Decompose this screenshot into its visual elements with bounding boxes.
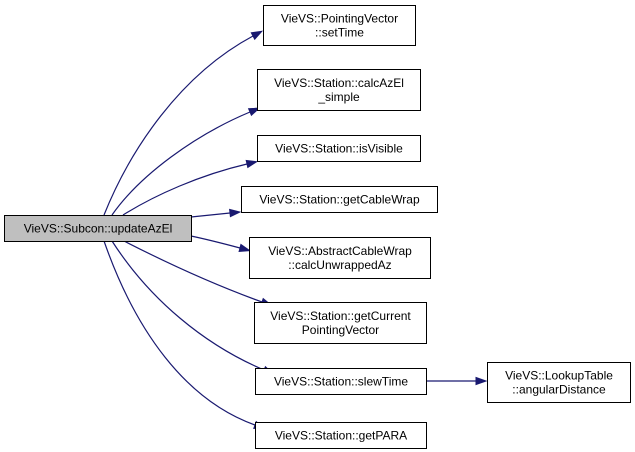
node-label: VieVS::Station::getCurrent <box>270 309 411 323</box>
node-box <box>255 422 427 449</box>
node-label: PointingVector <box>302 323 379 337</box>
function-node[interactable]: VieVS::AbstractCableWrap::calcUnwrappedA… <box>249 237 431 279</box>
node-label: VieVS::Station::isVisible <box>275 142 403 156</box>
node-box <box>263 5 416 46</box>
nodes-layer: VieVS::Subcon::updateAzEl VieVS::Pointing… <box>4 5 631 449</box>
node-box <box>241 186 438 213</box>
node-box <box>255 368 427 395</box>
node-label: VieVS::Station::slewTime <box>274 375 408 389</box>
function-node[interactable]: VieVS::Station::getPARA <box>255 422 427 449</box>
edge-line <box>122 163 248 216</box>
edge-n7-n8 <box>426 376 488 386</box>
function-node[interactable]: VieVS::LookupTable::angularDistance <box>487 362 631 403</box>
function-node[interactable]: VieVS::Station::calcAzEl_simple <box>257 69 421 111</box>
arrow-head-icon <box>245 159 259 169</box>
node-box <box>257 135 421 162</box>
edge-root-n9 <box>103 240 266 429</box>
node-label: ::setTime <box>315 26 364 40</box>
node-box <box>254 302 427 344</box>
edge-root-n1 <box>103 30 264 216</box>
node-label: VieVS::PointingVector <box>281 12 398 26</box>
edge-line <box>190 235 241 249</box>
node-label: VieVS::Subcon::updateAzEl <box>24 222 173 236</box>
node-label: _simple <box>317 90 360 104</box>
edge-root-n5 <box>190 235 252 253</box>
arrow-head-icon <box>250 30 264 41</box>
function-node[interactable]: VieVS::Station::getCableWrap <box>241 186 438 213</box>
function-node[interactable]: VieVS::Station::isVisible <box>257 135 421 162</box>
edge-line <box>111 111 251 216</box>
node-box <box>249 237 431 279</box>
edge-line <box>103 35 254 216</box>
arrow-head-icon <box>475 376 488 386</box>
node-label: ::calcUnwrappedAz <box>288 258 391 272</box>
node-box <box>487 362 631 403</box>
node-label: VieVS::LookupTable <box>505 369 613 383</box>
node-label: VieVS::Station::getPARA <box>275 429 407 443</box>
edge-line <box>123 240 263 303</box>
arrow-head-icon <box>238 243 252 253</box>
edge-line <box>111 240 265 371</box>
node-box <box>4 215 192 242</box>
node-label: VieVS::Station::getCableWrap <box>259 193 420 207</box>
edge-root-n3 <box>122 159 259 216</box>
arrow-head-icon <box>229 208 242 218</box>
node-label: ::angularDistance <box>512 383 606 397</box>
arrow-head-icon <box>247 107 261 117</box>
edge-line <box>190 212 231 218</box>
node-label: VieVS::AbstractCableWrap <box>268 244 412 258</box>
edge-root-n2 <box>111 107 261 216</box>
node-box <box>257 69 421 111</box>
edge-root-n4 <box>190 208 242 218</box>
node-label: VieVS::Station::calcAzEl <box>274 76 404 90</box>
root-node[interactable]: VieVS::Subcon::updateAzEl <box>4 215 192 242</box>
function-node[interactable]: VieVS::Station::slewTime <box>255 368 427 395</box>
function-node[interactable]: VieVS::PointingVector::setTime <box>263 5 416 46</box>
edge-line <box>103 240 256 426</box>
